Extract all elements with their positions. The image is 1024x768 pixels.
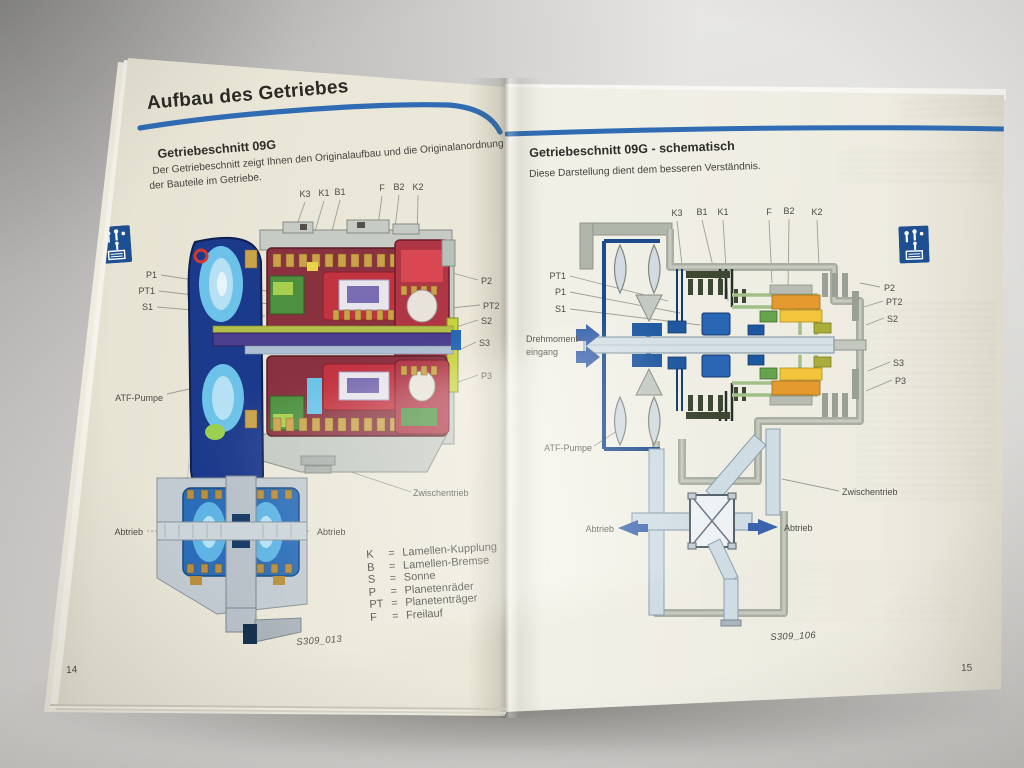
output-arrow-right-tail — [748, 523, 758, 531]
label-atf-pumpe: ATF-Pumpe — [115, 393, 163, 403]
label-s3: S3 — [893, 358, 904, 368]
label-abtrieb-left: Abtrieb — [585, 524, 614, 534]
label-p2: P2 — [481, 276, 492, 286]
label-p3: P3 — [481, 371, 492, 381]
page-number-right: 15 — [961, 662, 973, 674]
title-underline-swoosh — [505, 125, 1004, 137]
legend-eq: = — [391, 597, 399, 610]
legend-eq: = — [387, 547, 396, 560]
output-arrow-right — [758, 519, 778, 535]
output-arrow-left — [618, 520, 638, 536]
torque-converter — [602, 239, 663, 451]
shift-pattern-icon — [898, 225, 930, 264]
label-atf-pumpe: ATF-Pumpe — [544, 443, 592, 453]
label-pt2: PT2 — [483, 301, 500, 311]
label-k1: K1 — [318, 188, 329, 198]
label-s2: S2 — [481, 316, 492, 326]
label-p1: P1 — [555, 287, 566, 297]
diagram-labels: K3 B1 K1 F B2 K2 PT1 P1 S1 Drehmoment- e… — [526, 206, 906, 534]
gearbox-schematic-diagram: K3 B1 K1 F B2 K2 PT1 P1 S1 Drehmoment- e… — [526, 206, 906, 627]
label-b1: B1 — [696, 207, 707, 217]
label-k3: K3 — [299, 189, 310, 199]
label-drehmoment-line2: eingang — [526, 347, 558, 357]
label-s2: S2 — [887, 314, 898, 324]
label-abtrieb-left: Abtrieb — [114, 527, 143, 537]
torque-input-arrow-2 — [576, 346, 600, 368]
label-abtrieb-right: Abtrieb — [784, 523, 813, 533]
label-abtrieb-right: Abtrieb — [317, 527, 346, 537]
label-s1: S1 — [555, 304, 566, 314]
output-arrow-left-tail — [638, 524, 648, 532]
label-pt2: PT2 — [886, 297, 903, 307]
intro-text-right: Diese Darstellung dient dem besseren Ver… — [529, 160, 761, 180]
label-f: F — [766, 207, 772, 217]
label-pt1: PT1 — [549, 271, 566, 281]
legend-eq: = — [391, 610, 399, 623]
label-p1: P1 — [146, 270, 157, 280]
label-k1: K1 — [717, 207, 728, 217]
label-s1: S1 — [142, 302, 153, 312]
label-zwischentrieb: Zwischentrieb — [842, 487, 898, 497]
label-p2: P2 — [884, 283, 895, 293]
legend-eq: = — [389, 572, 397, 585]
legend-key: F — [369, 611, 378, 624]
figure-number-right: S309_106 — [770, 630, 817, 643]
label-drehmoment-line1: Drehmoment- — [526, 334, 581, 344]
page-bleedthrough — [838, 152, 998, 182]
title-underline-swoosh — [137, 102, 503, 135]
label-k2: K2 — [412, 182, 423, 192]
lower-right-assembly — [394, 359, 450, 435]
torque-converter — [187, 236, 265, 502]
label-k2: K2 — [811, 207, 822, 217]
central-shaft — [212, 325, 461, 355]
gearbox-cross-section-diagram: K3 K1 B1 F B2 K2 P1 PT1 S1 ATF-Pumpe P2 … — [114, 182, 500, 644]
label-s3: S3 — [479, 338, 490, 348]
label-p3: P3 — [895, 376, 906, 386]
flow-arrows — [576, 324, 778, 536]
input-shaft — [583, 336, 867, 354]
housing-combs — [822, 273, 859, 417]
label-k3: K3 — [671, 208, 682, 218]
output-section — [631, 428, 781, 627]
page-bleedthrough — [899, 98, 1004, 118]
label-pt1: PT1 — [138, 286, 155, 296]
label-zwischentrieb: Zwischentrieb — [413, 488, 469, 498]
label-f: F — [379, 183, 385, 193]
page-number-left: 14 — [66, 664, 78, 676]
legend: K=Lamellen-Kupplung B=Lamellen-Bremse S=… — [366, 541, 501, 624]
torque-input-arrow-1 — [576, 324, 600, 346]
planetary-gearset — [769, 284, 832, 406]
label-b2: B2 — [783, 206, 794, 216]
diagram-labels: K3 K1 B1 F B2 K2 P1 PT1 S1 ATF-Pumpe P2 … — [114, 182, 499, 537]
label-b1: B1 — [334, 187, 345, 197]
label-b2: B2 — [393, 182, 404, 192]
legend-eq: = — [390, 584, 398, 598]
legend-eq: = — [388, 559, 396, 573]
output-differential — [156, 475, 308, 644]
section-title-right: Getriebeschnitt 09G - schematisch — [529, 138, 736, 160]
